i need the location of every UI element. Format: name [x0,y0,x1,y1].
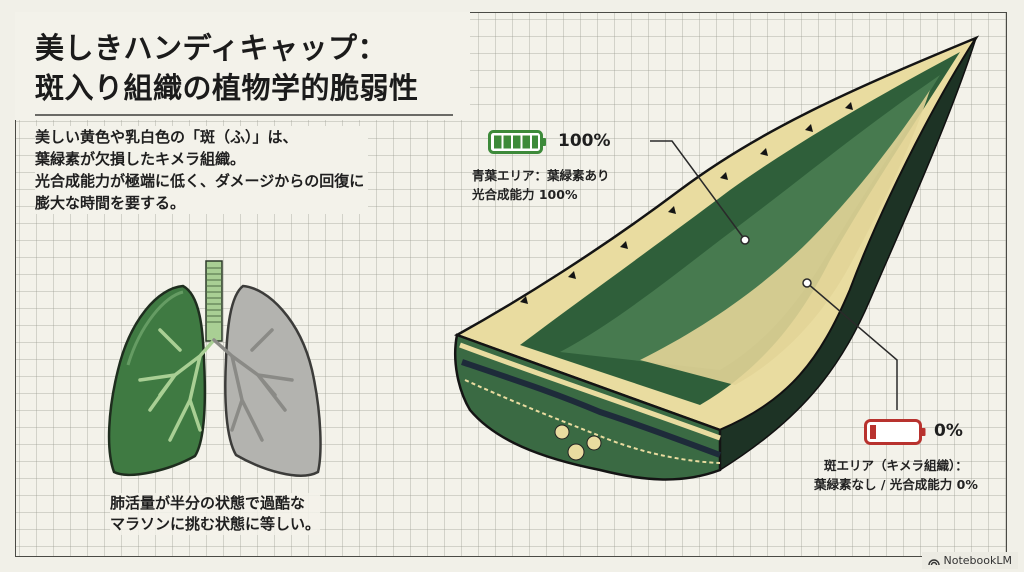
lungs-illustration [107,260,322,477]
callout-line-red [806,282,898,410]
title-line-1: 美しきハンディキャップ： [35,31,387,65]
battery-full-icon [488,130,546,154]
battery-empty-icon [864,419,926,445]
variegated-leaf-cross-section [453,35,980,481]
callout-line-green [650,140,746,241]
title-divider [35,114,453,116]
green-label-line-1: 青葉エリア：葉緑素あり [472,168,610,183]
intro-line: 膨大な時間を要する。 [35,194,186,212]
title-background [15,12,470,120]
variegated-area-label: 斑エリア（キメラ組織）： 葉緑素なし / 光合成能力 0% [814,456,978,494]
notebooklm-watermark: NotebookLM [921,552,1018,569]
notebooklm-icon [927,558,940,565]
red-label-line-1: 斑エリア（キメラ組織）： [824,458,968,473]
caption-line: マラソンに挑む状態に等しい。 [110,515,321,533]
lungs-caption: 肺活量が半分の状態で過酷な マラソンに挑む状態に等しい。 [110,493,321,535]
intro-line: 葉緑素が欠損したキメラ組織。 [35,150,246,168]
green-label-line-2: 光合成能力 100% [472,187,578,202]
intro-line: 美しい黄色や乳白色の「斑（ふ）」は、 [35,128,298,146]
green-area-label: 青葉エリア：葉緑素あり 光合成能力 100% [472,166,610,204]
red-label-line-2: 葉緑素なし / 光合成能力 0% [814,477,978,492]
caption-line: 肺活量が半分の状態で過酷な [110,494,306,512]
green-percent: 100% [558,131,611,151]
red-percent: 0% [934,421,963,441]
title-line-2: 斑入り組織の植物学的脆弱性 [35,71,419,105]
intro-text: 美しい黄色や乳白色の「斑（ふ）」は、 葉緑素が欠損したキメラ組織。 光合成能力が… [35,126,369,214]
watermark-label: NotebookLM [943,554,1012,567]
page-title: 美しきハンディキャップ： 斑入り組織の植物学的脆弱性 [35,28,419,108]
intro-line: 光合成能力が極端に低く、ダメージからの回復に [35,172,365,190]
